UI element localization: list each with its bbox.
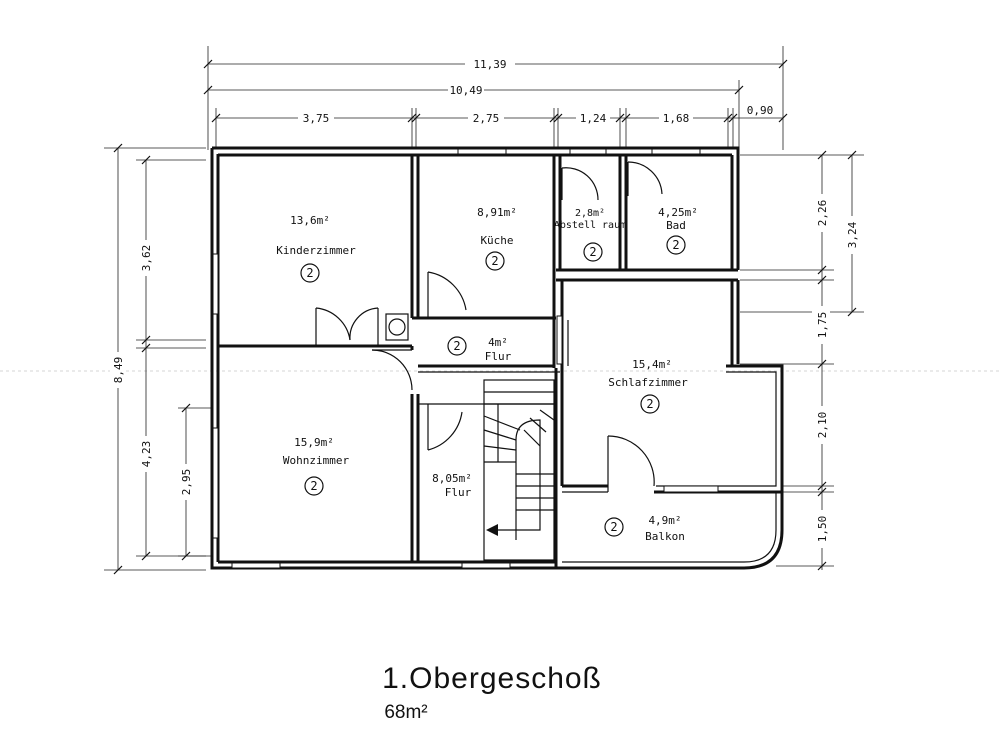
room-kueche: 8,91m² Küche 2 [477,206,517,271]
dim-left-total: 8,49 [112,357,125,384]
room-bad: 4,25m² Bad 2 [658,206,698,255]
top-dimensions: 11,39 10,49 3,75 2,75 1,24 1,68 0,90 [203,46,788,150]
left-dimensions: 8,49 3,62 4,23 2,95 [104,143,212,575]
room-area: 4,25m² [658,206,698,219]
room-name: Flur [445,486,472,499]
room-level: 2 [306,266,313,280]
doors [315,161,663,492]
dim-left-window: 2,95 [180,469,193,496]
dim-right-3: 2,10 [816,412,829,439]
dim-top-3: 1,24 [580,112,607,125]
room-level: 2 [589,245,596,259]
window-schlafzimmer [663,485,719,493]
level-circle-icon [300,263,320,283]
room-area: 15,9m² [294,436,334,449]
dim-top-1: 3,75 [303,112,330,125]
room-balkon: 2 4,9m² Balkon [604,514,685,543]
room-level: 2 [672,238,679,252]
room-area: 15,4m² [632,358,672,371]
dim-overall-outer: 11,39 [473,58,506,71]
window-wohnzimmer-side [212,427,219,539]
windows [212,148,719,569]
room-abstellraum: 2,8m² Abstell raum 2 [554,208,626,262]
room-area: 4,9m² [648,514,681,527]
window-kueche [457,148,507,155]
window-kinderzimmer [212,253,219,315]
dim-right-outer: 3,24 [846,221,859,248]
dim-top-4: 1,68 [663,112,690,125]
room-area: 8,05m² [432,472,472,485]
walls [210,146,784,570]
room-schlafzimmer: 15,4m² Schlafzimmer 2 [608,358,688,414]
room-name: Abstell raum [554,220,626,231]
room-name: Bad [666,219,686,232]
room-wohnzimmer: 15,9m² Wohnzimmer 2 [283,436,350,496]
room-level: 2 [453,339,460,353]
room-area: 8,91m² [477,206,517,219]
floor-title: 1.Obergeschoß [382,662,602,695]
room-kinderzimmer: 13,6m² Kinderzimmer 2 [276,214,356,283]
level-circle-icon [666,235,686,255]
window-abstell [569,148,607,155]
room-area: 2,8m² [575,208,605,219]
dim-left-upper: 3,62 [140,245,153,272]
level-circle-icon [640,394,660,414]
window-flur-side [556,315,563,365]
room-name: Küche [480,234,513,247]
dim-right-1: 2,26 [816,200,829,227]
dim-left-lower: 4,23 [140,441,153,468]
room-name: Wohnzimmer [283,454,350,467]
room-flur-lower: 8,05m² Flur [432,472,472,499]
window-flur [461,562,511,569]
level-circle-icon [604,517,624,537]
window-bad [651,148,701,155]
level-circle-icon [485,251,505,271]
level-circle-icon [583,242,603,262]
room-level: 2 [310,479,317,493]
level-circle-icon [447,336,467,356]
dim-top-2: 2,75 [473,112,500,125]
room-name: Flur [485,350,512,363]
room-name: Balkon [645,530,685,543]
dim-right-2: 1,75 [816,312,829,339]
right-dimensions: 2,26 1,75 2,10 1,50 3,24 [740,150,864,571]
stair-arrow-icon [486,524,498,536]
dim-overall-inner: 10,49 [449,84,482,97]
dim-right-4: 1,50 [816,516,829,543]
room-flur-upper: 2 4m² Flur [447,336,512,363]
room-level: 2 [491,254,498,268]
room-area: 13,6m² [290,214,330,227]
window-wohnzimmer-bottom [231,562,281,569]
room-name: Schlafzimmer [608,376,688,389]
room-area: 4m² [488,336,508,349]
dim-top-5: 0,90 [747,104,774,117]
room-name: Kinderzimmer [276,244,356,257]
floor-total-area: 68m² [384,702,427,723]
room-level: 2 [610,520,617,534]
level-circle-icon [304,476,324,496]
room-level: 2 [646,397,653,411]
staircase [483,379,555,561]
